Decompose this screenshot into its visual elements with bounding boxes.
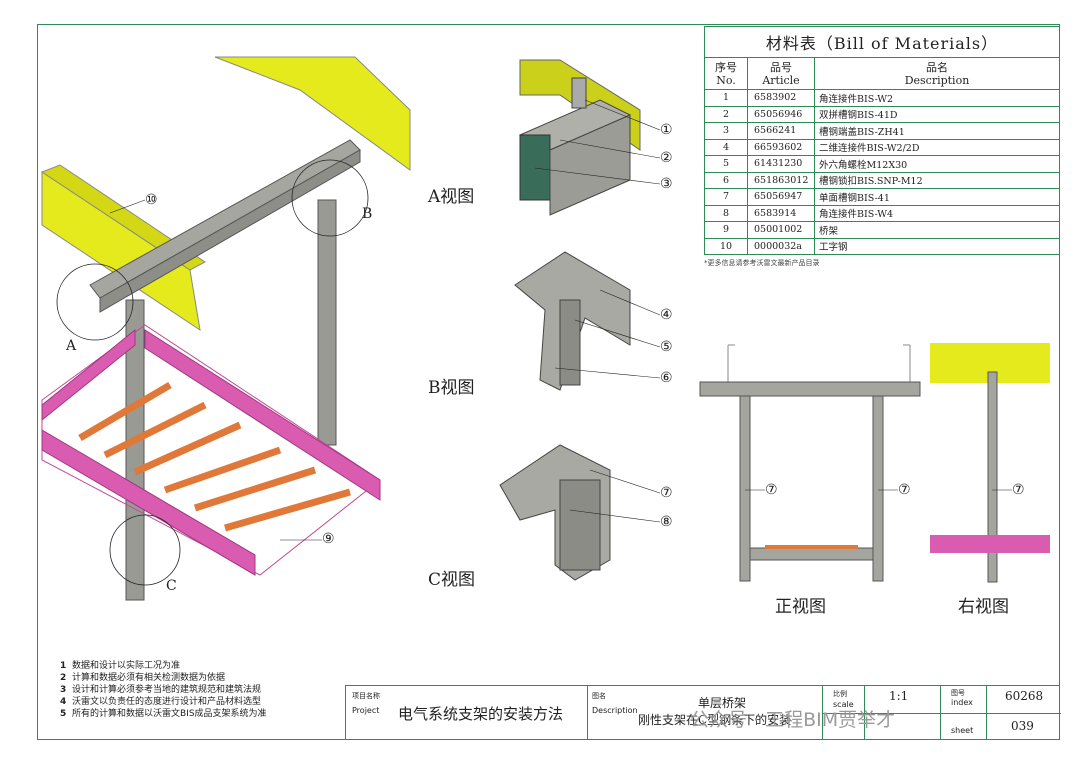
bom-cell-article: 651863012	[747, 171, 815, 189]
callout-7-front-left: ⑦	[765, 482, 778, 498]
bom-cell-article: 65056946	[747, 105, 815, 123]
callout-7-right: ⑦	[1012, 482, 1025, 498]
bom-cell-no: 4	[704, 138, 748, 156]
view-title-a: A视图	[428, 187, 475, 207]
bom-note: *更多信息请参考沃雷文最新产品目录	[704, 259, 820, 267]
bom-cell-no: 6	[704, 171, 748, 189]
drawing-frame	[37, 24, 1060, 740]
index-value: 60268	[1005, 689, 1044, 703]
bom-cell-no: 1	[704, 89, 748, 107]
bom-cell-article: 6583902	[747, 89, 815, 107]
view-title-b: B视图	[428, 378, 475, 398]
bom-cell-no: 10	[704, 237, 748, 255]
detail-label-b: B	[362, 206, 373, 222]
drawing-title-line2: 刚性支架在C型钢条下的安装	[638, 713, 792, 727]
bom-cell-article: 6566241	[747, 122, 815, 140]
bom-cell-desc: 双拼槽钢BIS-41D	[814, 105, 1060, 123]
callout-10: ⑩	[145, 192, 158, 208]
drawing-title-line1: 单层桥架	[698, 696, 747, 710]
bom-cell-desc: 槽钢锁扣BIS.SNP-M12	[814, 171, 1060, 189]
callout-1: ①	[660, 122, 673, 138]
bom-cell-no: 7	[704, 188, 748, 206]
callout-7-front-right: ⑦	[898, 482, 911, 498]
bom-cell-desc: 单面槽钢BIS-41	[814, 188, 1060, 206]
callout-4: ④	[660, 307, 673, 323]
bom-cell-desc: 角连接件BIS-W4	[814, 204, 1060, 222]
bom-cell-no: 8	[704, 204, 748, 222]
callout-5: ⑤	[660, 339, 673, 355]
bom-cell-no: 5	[704, 155, 748, 173]
bom-cell-no: 9	[704, 221, 748, 239]
callout-7: ⑦	[660, 485, 673, 501]
detail-label-a: A	[66, 338, 77, 354]
bom-cell-desc: 桥架	[814, 221, 1060, 239]
watermark: 公众号 · 工程BIM贾举才	[690, 709, 896, 731]
title-block: 项目名称 Project 电气系统支架的安装方法 图名 Description …	[345, 685, 1061, 740]
view-title-c: C视图	[428, 570, 476, 590]
tray-rungs	[78, 381, 351, 532]
callout-9: ⑨	[322, 531, 335, 547]
bom-cell-article: 0000032a	[747, 237, 815, 255]
i-beam-top	[214, 56, 411, 171]
bom-cell-desc: 槽钢端盖BIS-ZH41	[814, 122, 1060, 140]
bom-cell-article: 6583914	[747, 204, 815, 222]
callout-6: ⑥	[660, 370, 673, 386]
bom-cell-article: 65056947	[747, 188, 815, 206]
detail-label-c: C	[166, 578, 177, 594]
bom-cell-desc: 工字钢	[814, 237, 1060, 255]
callout-3: ③	[660, 176, 673, 192]
scale-value: 1:1	[889, 689, 909, 703]
channel-vertical-right	[317, 199, 337, 446]
bom-cell-no: 3	[704, 122, 748, 140]
view-title-right: 右视图	[958, 597, 1009, 617]
bom-cell-desc: 二维连接件BIS-W2/2D	[814, 138, 1060, 156]
bom-cell-article: 05001002	[747, 221, 815, 239]
channel-vertical-left	[125, 299, 145, 601]
bom-cell-no: 2	[704, 105, 748, 123]
bom-cell-desc: 外六角螺栓M12X30	[814, 155, 1060, 173]
title-description-cell: 图名 Description 单层桥架 刚性支架在C型钢条下的安装	[588, 686, 823, 740]
bom-cell-article: 66593602	[747, 138, 815, 156]
sheet-value: 039	[1011, 719, 1034, 733]
project-name: 电气系统支架的安装方法	[398, 705, 564, 723]
title-project-cell: 项目名称 Project 电气系统支架的安装方法	[346, 686, 588, 740]
callout-2: ②	[660, 150, 673, 166]
title-index-cell: 60268 039	[987, 686, 1061, 740]
front-view	[699, 344, 921, 582]
right-view	[930, 343, 1050, 583]
bom-cell-article: 61431230	[747, 155, 815, 173]
view-title-front: 正视图	[775, 597, 826, 617]
bom-title: 材料表（Bill of Materials）	[704, 26, 1060, 58]
bom-cell-desc: 角连接件BIS-W2	[814, 89, 1060, 107]
callout-8: ⑧	[660, 514, 673, 530]
